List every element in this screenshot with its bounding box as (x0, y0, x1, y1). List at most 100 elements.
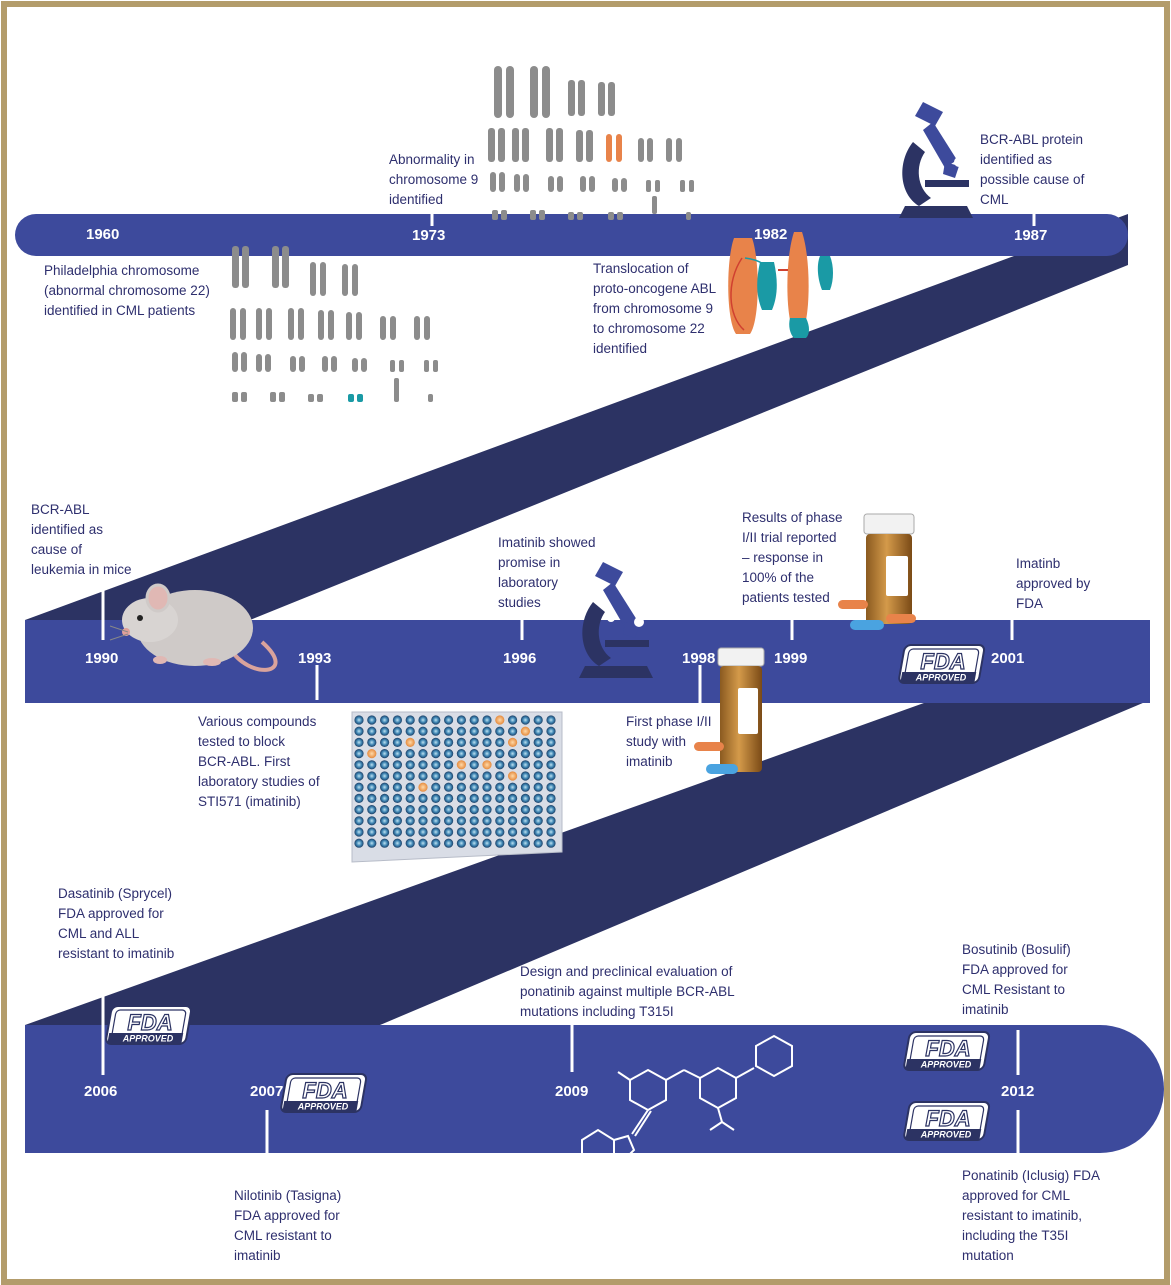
well (482, 726, 492, 736)
event-line: Bosutinib (Bosulif) (962, 942, 1071, 957)
well (533, 726, 543, 736)
well (533, 749, 543, 759)
well (367, 827, 377, 837)
well (507, 782, 518, 792)
event-line: Nilotinib (Tasigna) (234, 1188, 342, 1203)
event-1998-description: First phase I/II study with imatinib (626, 712, 712, 772)
well (533, 816, 543, 826)
well (431, 793, 441, 804)
well (354, 816, 364, 826)
well (367, 805, 377, 815)
well (380, 816, 390, 826)
event-line: Results of phase (742, 510, 843, 525)
well (546, 726, 556, 736)
well (367, 737, 377, 748)
well (495, 715, 505, 725)
event-line: FDA approved for (58, 906, 164, 921)
fda-approved-badge (279, 1073, 368, 1113)
karyotype-1960-image (230, 246, 438, 402)
year-label-1990: 1990 (85, 650, 119, 667)
ramp-2 (25, 622, 1150, 1025)
event-line: BCR-ABL. First (198, 754, 291, 769)
well (482, 838, 492, 848)
well (354, 838, 364, 848)
translocation-chromosomes-image (728, 232, 833, 338)
event-line: identified (593, 341, 648, 356)
well (380, 760, 390, 770)
well (546, 749, 556, 759)
event-line: CML resistant to (234, 1228, 332, 1243)
well (520, 805, 531, 815)
well (418, 793, 428, 804)
event-1973-description: Abnormality in chromosome 9 identified (389, 150, 478, 210)
event-line: resistant to imatinib, (962, 1208, 1083, 1223)
well (469, 816, 479, 826)
event-line: FDA approved for (962, 962, 1068, 977)
ponatinib-molecule-image (581, 1034, 793, 1170)
tick-markers (101, 192, 1036, 1180)
well (469, 749, 479, 759)
well (520, 782, 531, 792)
well (431, 782, 441, 792)
well (392, 715, 402, 725)
event-line: including the T35I (962, 1228, 1069, 1243)
well (533, 805, 543, 815)
event-line: (abnormal chromosome 22) (44, 283, 210, 298)
well (520, 749, 531, 759)
event-line: identified as (980, 152, 1053, 167)
event-line: possible cause of (980, 172, 1085, 187)
well (456, 737, 466, 748)
well (380, 827, 390, 837)
well (354, 793, 364, 804)
well (392, 749, 402, 759)
well (495, 838, 505, 848)
well (520, 793, 531, 804)
well (405, 838, 415, 848)
event-1960-description: Philadelphia chromosome (abnormal chromo… (44, 261, 210, 321)
well (392, 805, 402, 815)
event-line: chromosome 9 (389, 172, 479, 187)
well (418, 771, 428, 781)
event-line: Ponatinib (Iclusig) FDA (962, 1168, 1101, 1183)
well (546, 737, 556, 748)
event-line: mutations including T315I (520, 1004, 674, 1019)
ramp-1 (25, 214, 1128, 620)
event-2001-description: Imatinb approved by FDA (1016, 554, 1090, 614)
pill-bottle-image (694, 647, 765, 774)
well (495, 827, 505, 837)
well (418, 760, 428, 770)
event-line: FDA (1016, 596, 1043, 611)
well (367, 749, 377, 759)
well (456, 827, 466, 837)
well (354, 805, 364, 815)
well (482, 816, 492, 826)
band-3 (25, 1025, 1164, 1153)
well (444, 771, 454, 781)
fda-approved-badge (104, 1005, 193, 1045)
well (482, 827, 492, 837)
well (354, 737, 364, 748)
well (456, 749, 466, 759)
well (495, 793, 505, 804)
well (546, 760, 556, 770)
well (431, 771, 441, 781)
well (469, 737, 479, 748)
well (431, 715, 441, 725)
well (495, 805, 505, 815)
well (367, 715, 377, 725)
well (367, 782, 377, 792)
well (354, 715, 364, 725)
well (367, 838, 377, 848)
well (354, 726, 364, 736)
well (520, 771, 531, 781)
well (380, 715, 390, 725)
event-line: identified (389, 192, 444, 207)
well (392, 737, 402, 748)
well (507, 737, 518, 748)
year-label-1993: 1993 (298, 650, 332, 667)
event-line: tested to block (198, 734, 286, 749)
well (469, 838, 479, 848)
well (456, 805, 466, 815)
well (444, 827, 454, 837)
